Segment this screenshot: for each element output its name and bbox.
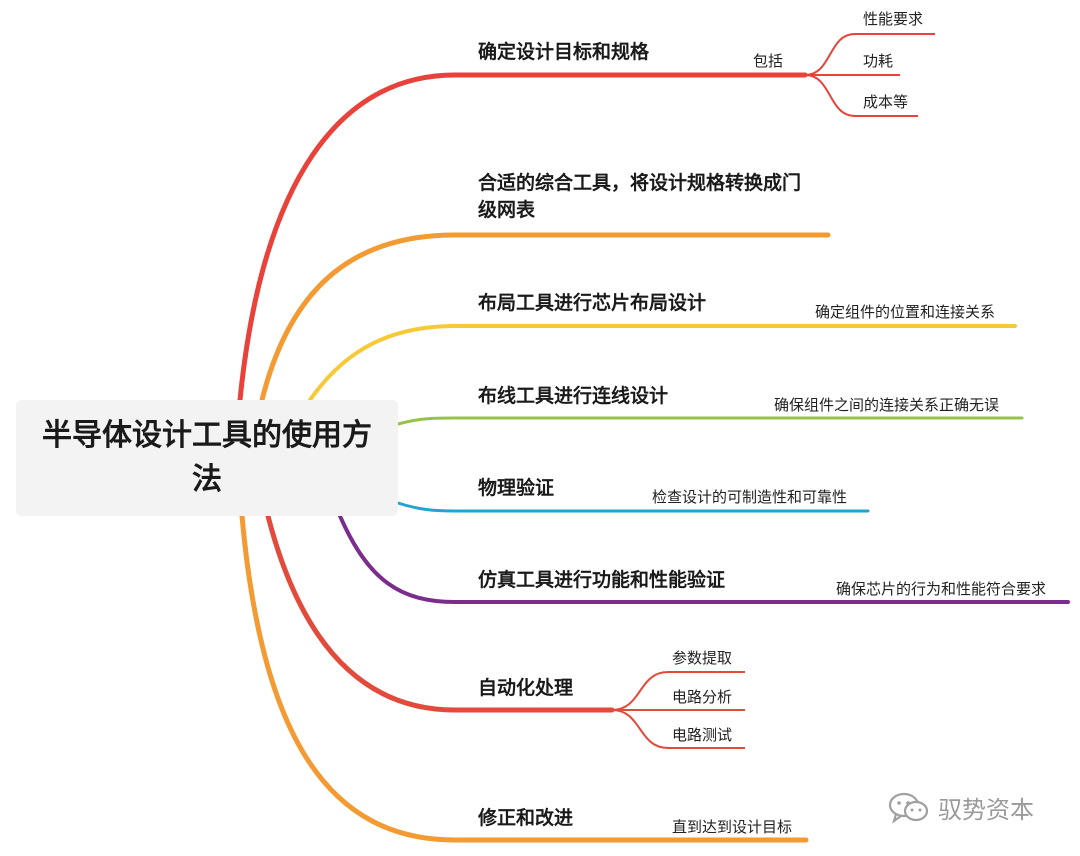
branch-7-child-1[interactable]: 参数提取	[672, 649, 733, 667]
branch-6-child-1[interactable]: 确保芯片的行为和性能符合要求	[836, 580, 1047, 598]
connector-branch-4	[396, 416, 1024, 426]
connector-branch-2	[259, 232, 831, 403]
connector-sub-1c	[804, 74, 918, 117]
branch-4-child-1[interactable]: 确保组件之间的连接关系正确无误	[774, 396, 1000, 414]
watermark: 驭势资本	[888, 790, 1034, 825]
branch-1-child-1[interactable]: 性能要求	[863, 10, 924, 28]
branch-1-connector-label: 包括	[753, 52, 784, 70]
branch-1-child-3[interactable]: 成本等	[863, 93, 909, 111]
branch-3-child-1[interactable]: 确定组件的位置和连接关系	[815, 303, 996, 321]
branch-5-child-1[interactable]: 检查设计的可制造性和可靠性	[652, 488, 848, 506]
connector-branch-7	[265, 513, 615, 713]
connector-sub-7a	[611, 671, 745, 711]
watermark-text: 驭势资本	[938, 796, 1034, 824]
connector-branch-5	[396, 501, 870, 513]
connector-branch-8	[239, 513, 809, 843]
branch-1-label[interactable]: 确定设计目标和规格	[478, 41, 650, 63]
branch-7-label[interactable]: 自动化处理	[478, 677, 574, 699]
connector-sub-7c	[611, 709, 745, 749]
connector-branch-6	[338, 514, 1070, 604]
connector-branch-1	[237, 72, 808, 403]
branch-5-label[interactable]: 物理验证	[478, 477, 555, 499]
central-topic-label: 半导体设计工具的使用方法	[42, 418, 372, 497]
central-topic[interactable]: 半导体设计工具的使用方法	[16, 400, 398, 516]
branch-7-child-3[interactable]: 电路测试	[672, 726, 733, 744]
wechat-icon	[888, 791, 930, 825]
connector-branch-3	[308, 324, 1017, 402]
connector-sub-1a	[804, 33, 935, 76]
branch-1-child-2[interactable]: 功耗	[863, 52, 894, 70]
branch-3-label[interactable]: 布局工具进行芯片布局设计	[478, 292, 707, 314]
branch-8-child-1[interactable]: 直到达到设计目标	[672, 818, 793, 836]
branch-7-child-2[interactable]: 电路分析	[672, 688, 733, 706]
branch-4-label[interactable]: 布线工具进行连线设计	[478, 385, 669, 407]
branch-2-label[interactable]: 合适的综合工具，将设计规格转换成门级网表	[478, 172, 802, 221]
branch-8-label[interactable]: 修正和改进	[478, 807, 574, 829]
branch-6-label[interactable]: 仿真工具进行功能和性能验证	[478, 569, 726, 591]
